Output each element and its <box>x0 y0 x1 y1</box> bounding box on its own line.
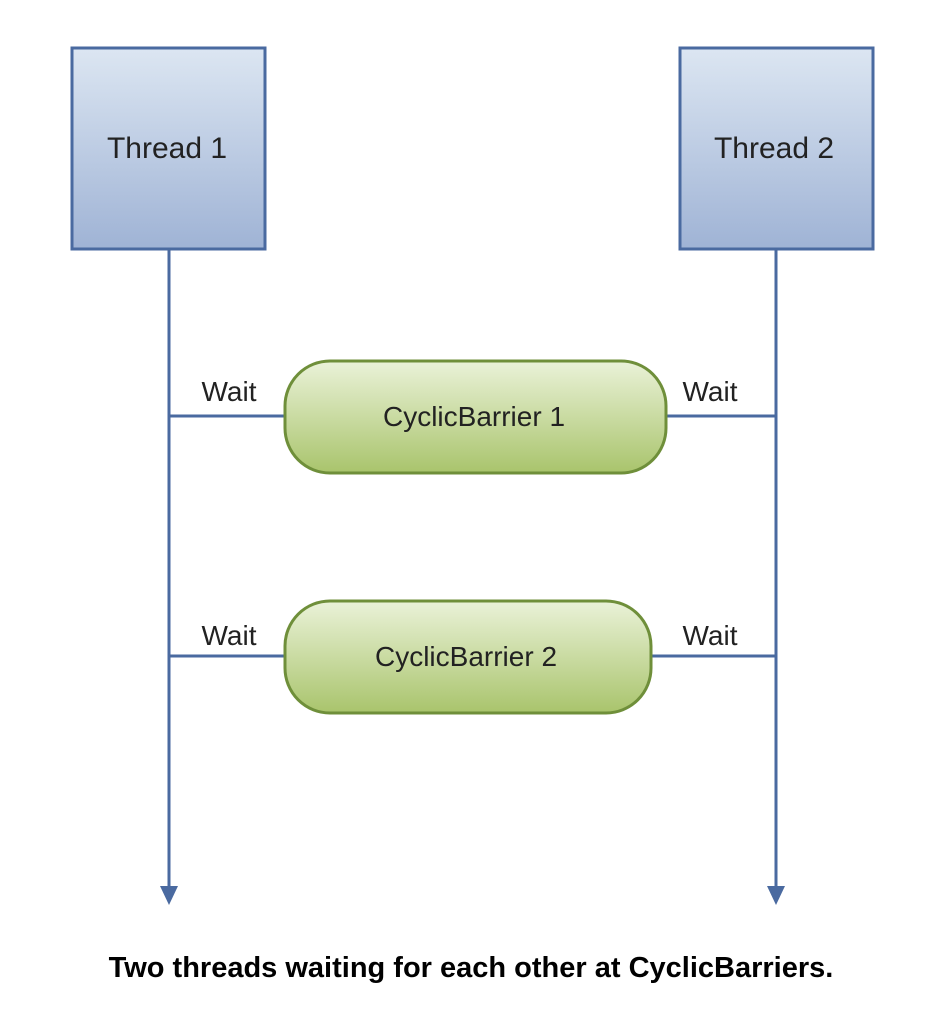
thread-2-arrowhead <box>767 886 785 905</box>
barrier-2-left-wait-label: Wait <box>202 620 257 651</box>
thread-1-label: Thread 1 <box>107 132 227 165</box>
cyclic-barrier-2: CyclicBarrier 2 <box>283 599 653 715</box>
thread-1-box: Thread 1 <box>70 46 267 251</box>
thread-2-box: Thread 2 <box>678 46 875 251</box>
cyclic-barrier-2-label: CyclicBarrier 2 <box>375 641 557 672</box>
thread-2-label: Thread 2 <box>714 132 834 165</box>
cyclic-barrier-1-label: CyclicBarrier 1 <box>383 401 565 432</box>
barrier-1-right-wait-label: Wait <box>683 376 738 407</box>
diagram-caption: Two threads waiting for each other at Cy… <box>108 952 834 984</box>
thread-1-arrowhead <box>160 886 178 905</box>
cyclic-barrier-1: CyclicBarrier 1 <box>283 359 668 475</box>
barrier-2-right-wait-label: Wait <box>683 620 738 651</box>
barrier-1-left-wait-label: Wait <box>202 376 257 407</box>
